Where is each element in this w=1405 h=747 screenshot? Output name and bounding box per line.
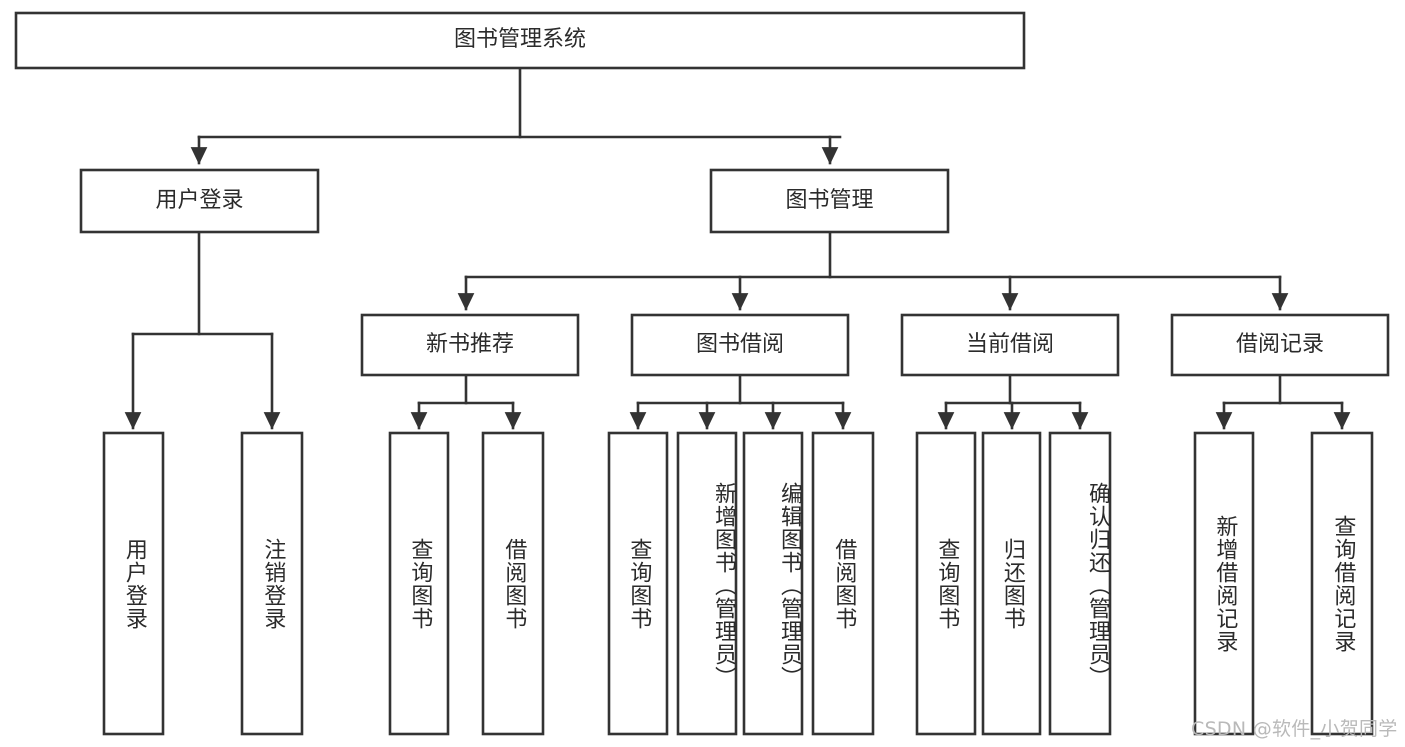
watermark: CSDN @软件_小贺同学 bbox=[1191, 718, 1398, 740]
node-box-new-book-rec[interactable] bbox=[360, 313, 580, 377]
node-box-leaf-nbr-query[interactable] bbox=[388, 431, 450, 736]
node-box-leaf-logout[interactable] bbox=[240, 431, 304, 736]
node-box-current-borrow[interactable] bbox=[900, 313, 1120, 377]
node-box-leaf-user-login[interactable] bbox=[102, 431, 165, 736]
node-box-book-manage[interactable] bbox=[709, 168, 950, 234]
node-box-leaf-nbr-borrow[interactable] bbox=[481, 431, 545, 736]
node-box-leaf-bb-edit[interactable] bbox=[742, 431, 804, 736]
node-box-leaf-br-query[interactable] bbox=[1310, 431, 1374, 736]
node-box-book-borrow[interactable] bbox=[630, 313, 850, 377]
node-box-root[interactable] bbox=[14, 11, 1026, 70]
node-box-leaf-cb-confirm[interactable] bbox=[1048, 431, 1112, 736]
node-box-leaf-bb-borrow[interactable] bbox=[811, 431, 875, 736]
connectors bbox=[124, 66, 1351, 430]
node-box-borrow-record[interactable] bbox=[1170, 313, 1390, 377]
node-box-leaf-br-add[interactable] bbox=[1193, 431, 1255, 736]
node-box-leaf-bb-add[interactable] bbox=[676, 431, 738, 736]
node-box-leaf-cb-return[interactable] bbox=[981, 431, 1042, 736]
node-box-user-login[interactable] bbox=[79, 168, 320, 234]
node-boxes bbox=[14, 11, 1390, 736]
node-box-leaf-bb-query[interactable] bbox=[607, 431, 669, 736]
node-box-leaf-cb-query[interactable] bbox=[915, 431, 977, 736]
